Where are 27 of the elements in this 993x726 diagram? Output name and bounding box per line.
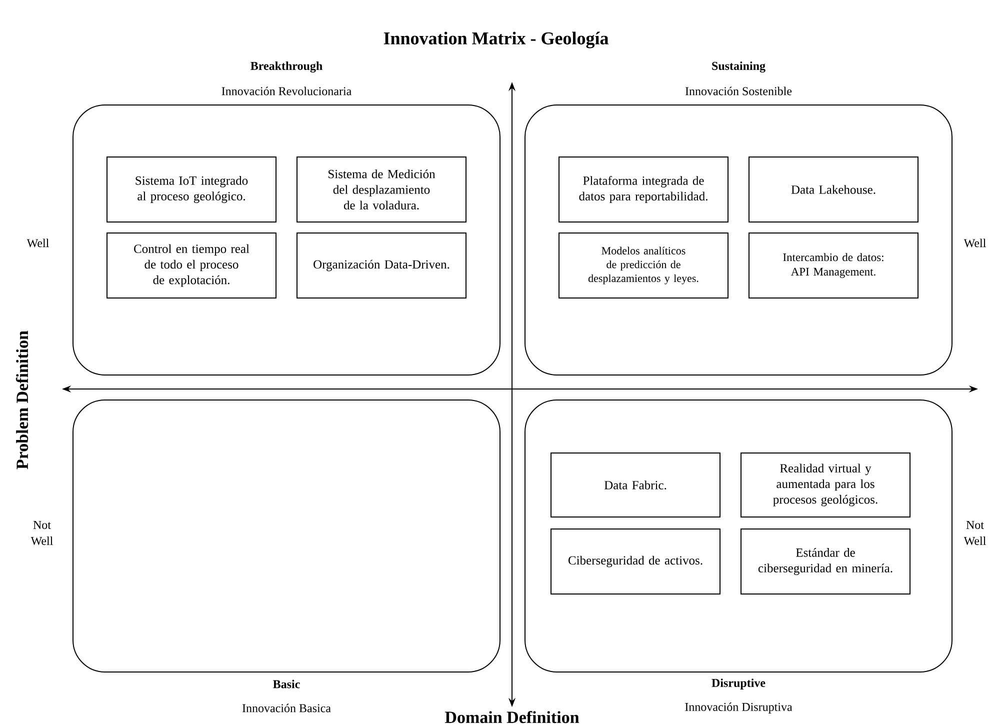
axis-title: Problem Definition: [16, 330, 28, 470]
idea-box: Plataforma integrada de datos para reportabilidad.: [558, 156, 728, 222]
quadrant-heading: Basic: [273, 680, 300, 688]
idea-box: Ciberseguridad de activos.: [550, 528, 720, 594]
quadrant-subtitle: Innovación Revolucionaria: [222, 86, 352, 96]
idea-box: Modelos analíticos de predicción de desplazamientos y leyes.: [558, 232, 728, 298]
quadrant-subtitle: Innovación Basica: [242, 704, 331, 712]
idea-box: Control en tiempo real de todo el proceso de explotación.: [106, 232, 276, 298]
idea-box: Data Lakehouse.: [748, 156, 918, 222]
quadrant-heading: Sustaining: [712, 62, 766, 72]
idea-box: Intercambio de datos: API Management.: [748, 232, 918, 298]
title: Innovation Matrix - Geología: [384, 32, 608, 48]
quadrant-subtitle: Innovación Sostenible: [685, 86, 792, 96]
quadrant-heading: Breakthrough: [250, 62, 322, 72]
idea-box: Realidad virtual y aumentada para los procesos geológicos.: [740, 452, 910, 518]
axis-level-label: Well: [964, 238, 986, 248]
axis-level-label: Not Well: [30, 521, 53, 546]
axis-level-label: Not Well: [964, 521, 986, 546]
idea-box: Estándar de ciberseguridad en minería.: [740, 528, 910, 594]
quadrant-subtitle: Innovación Disruptiva: [685, 702, 792, 714]
idea-box: Sistema de Medición del desplazamiento de la voladura.: [296, 156, 466, 222]
idea-box: Sistema IoT integrado al proceso geológico.: [106, 156, 276, 222]
axis-title: Domain Definition: [445, 710, 580, 724]
idea-box: Organización Data-Driven.: [296, 232, 466, 298]
axis-level-label: Well: [26, 238, 49, 248]
idea-box: Data Fabric.: [550, 452, 720, 518]
quadrant-heading: Disruptive: [712, 678, 766, 690]
